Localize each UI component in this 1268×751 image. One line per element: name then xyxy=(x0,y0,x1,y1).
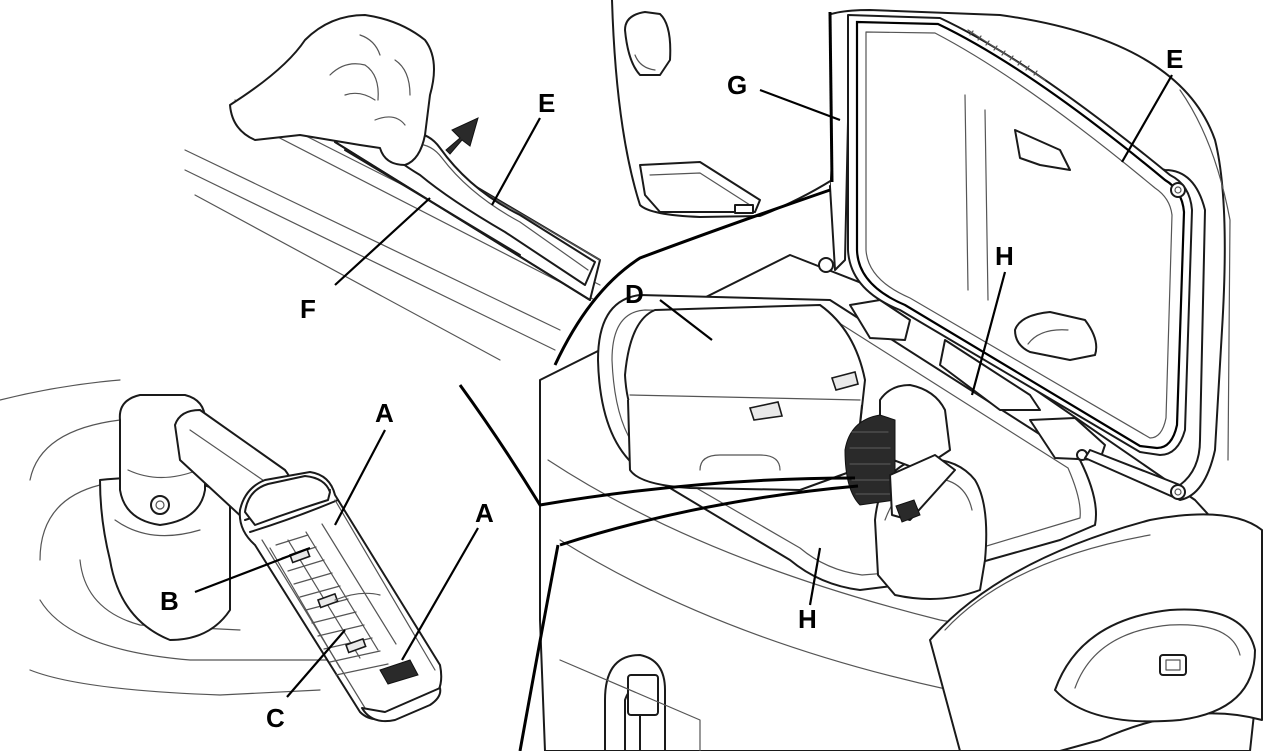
label-a-mid: A xyxy=(475,498,494,528)
label-g: G xyxy=(727,70,747,100)
callout-labels: E F G E D H H A A B C xyxy=(160,44,1183,733)
leader-d xyxy=(659,299,713,341)
up-right-arrow-icon xyxy=(445,117,479,155)
leader-g xyxy=(759,88,841,122)
leader-b xyxy=(194,546,311,594)
leader-a-mid xyxy=(401,527,479,661)
leader-a-top xyxy=(334,429,386,526)
leader-e-right xyxy=(1121,74,1173,163)
label-h-right: H xyxy=(995,241,1014,271)
label-b: B xyxy=(160,586,179,616)
leader-h-right xyxy=(970,271,1007,396)
hand-icon xyxy=(229,14,435,166)
label-a-top: A xyxy=(375,398,394,428)
magnifier-lines xyxy=(458,188,859,751)
label-d: D xyxy=(625,279,644,309)
label-f: F xyxy=(300,294,316,324)
detail-inset-top xyxy=(611,0,834,218)
leader-h-bottom xyxy=(808,547,822,606)
label-e-left: E xyxy=(538,88,555,118)
leader-c xyxy=(286,629,346,698)
leader-lines xyxy=(194,74,1173,698)
label-h-bottom: H xyxy=(798,604,817,634)
leader-e-left xyxy=(491,117,541,206)
machine-body xyxy=(539,254,1263,751)
machine-lid xyxy=(818,9,1231,501)
detail-inset-left xyxy=(184,14,601,361)
leader-f xyxy=(334,197,431,286)
label-c: C xyxy=(266,703,285,733)
detail-inset-bottom xyxy=(0,379,443,723)
label-e-right: E xyxy=(1166,44,1183,74)
